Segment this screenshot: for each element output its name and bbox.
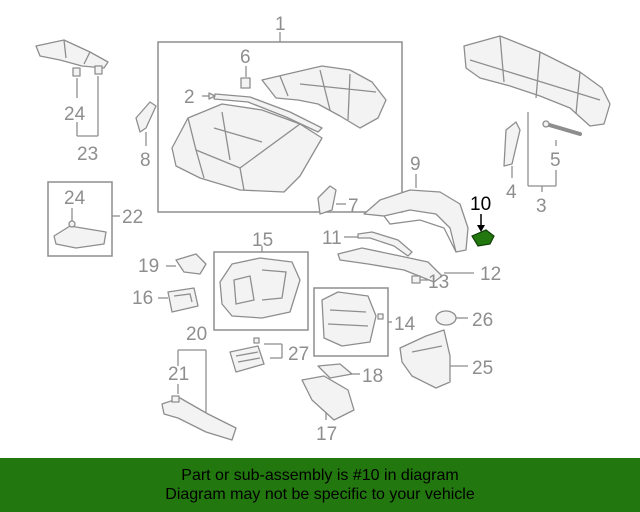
callout-9[interactable]: 9: [410, 154, 421, 175]
callout-24[interactable]: 24: [64, 104, 86, 125]
callout-4[interactable]: 4: [506, 182, 517, 203]
cover-part-19[interactable]: [175, 253, 207, 275]
callout-24-second[interactable]: 24: [64, 188, 86, 209]
callout-3[interactable]: 3: [536, 196, 547, 217]
callout-26[interactable]: 26: [472, 310, 493, 331]
highlighted-part-10[interactable]: [471, 229, 495, 247]
callout-19[interactable]: 19: [138, 256, 159, 277]
callout-15[interactable]: 15: [252, 230, 273, 251]
callout-14[interactable]: 14: [394, 314, 416, 335]
callout-16[interactable]: 16: [132, 288, 153, 309]
assembly-box-22: [47, 181, 113, 257]
upper-panel-part-9[interactable]: [363, 189, 469, 253]
clip-part-6[interactable]: [240, 77, 251, 89]
notice-line-1: Part or sub-assembly is #10 in diagram: [181, 467, 459, 484]
callout-18[interactable]: 18: [362, 366, 383, 387]
dashboard-panel-part[interactable]: [171, 93, 323, 193]
bolt-part-5[interactable]: [542, 120, 582, 136]
bracket-part-23[interactable]: [35, 39, 109, 77]
cap-part-26[interactable]: [435, 310, 457, 326]
callout-8[interactable]: 8: [140, 150, 151, 171]
center-panel-part-14[interactable]: [321, 291, 384, 347]
bracket-part-7[interactable]: [317, 185, 337, 215]
meter-visor-part-15[interactable]: [219, 257, 301, 319]
bracket-part-4[interactable]: [503, 121, 521, 167]
callout-20[interactable]: 20: [186, 324, 207, 345]
dash-frame-part-3[interactable]: [463, 35, 611, 127]
callout-6[interactable]: 6: [240, 47, 251, 68]
callout-25[interactable]: 25: [472, 358, 493, 379]
callout-27[interactable]: 27: [288, 344, 309, 365]
notice-banner: Part or sub-assembly is #10 in diagram D…: [0, 458, 640, 512]
callout-11[interactable]: 11: [322, 228, 342, 249]
glove-box-part-17[interactable]: [301, 375, 355, 421]
undercover-part-22[interactable]: [53, 220, 107, 249]
callout-7[interactable]: 7: [348, 196, 359, 217]
callout-2[interactable]: 2: [184, 87, 195, 108]
air-vent-part-27[interactable]: [229, 337, 265, 373]
clip-part-13[interactable]: [411, 275, 421, 284]
callout-23[interactable]: 23: [77, 144, 98, 165]
side-cover-part-25[interactable]: [399, 329, 451, 389]
callout-1[interactable]: 1: [275, 14, 286, 35]
lower-cover-part-20[interactable]: [161, 395, 237, 441]
exploded-parts-diagram: 1 2 6 24 23 8 22 24: [35, 14, 611, 445]
notice-line-2: Diagram may not be specific to your vehi…: [165, 486, 475, 503]
callout-13[interactable]: 13: [428, 272, 449, 293]
callout-17[interactable]: 17: [316, 424, 337, 445]
garnish-part-12[interactable]: [337, 247, 443, 283]
callout-5[interactable]: 5: [550, 150, 561, 171]
callout-21[interactable]: 21: [168, 364, 189, 385]
callout-12[interactable]: 12: [480, 264, 501, 285]
callout-22[interactable]: 22: [122, 207, 143, 228]
callout-10[interactable]: 10: [470, 194, 491, 215]
pocket-part-16[interactable]: [167, 287, 199, 313]
duct-assembly-part[interactable]: [261, 65, 387, 129]
assembly-box-15: [213, 251, 309, 331]
garnish-part-11[interactable]: [357, 231, 413, 257]
bracket-part-8[interactable]: [135, 101, 157, 133]
